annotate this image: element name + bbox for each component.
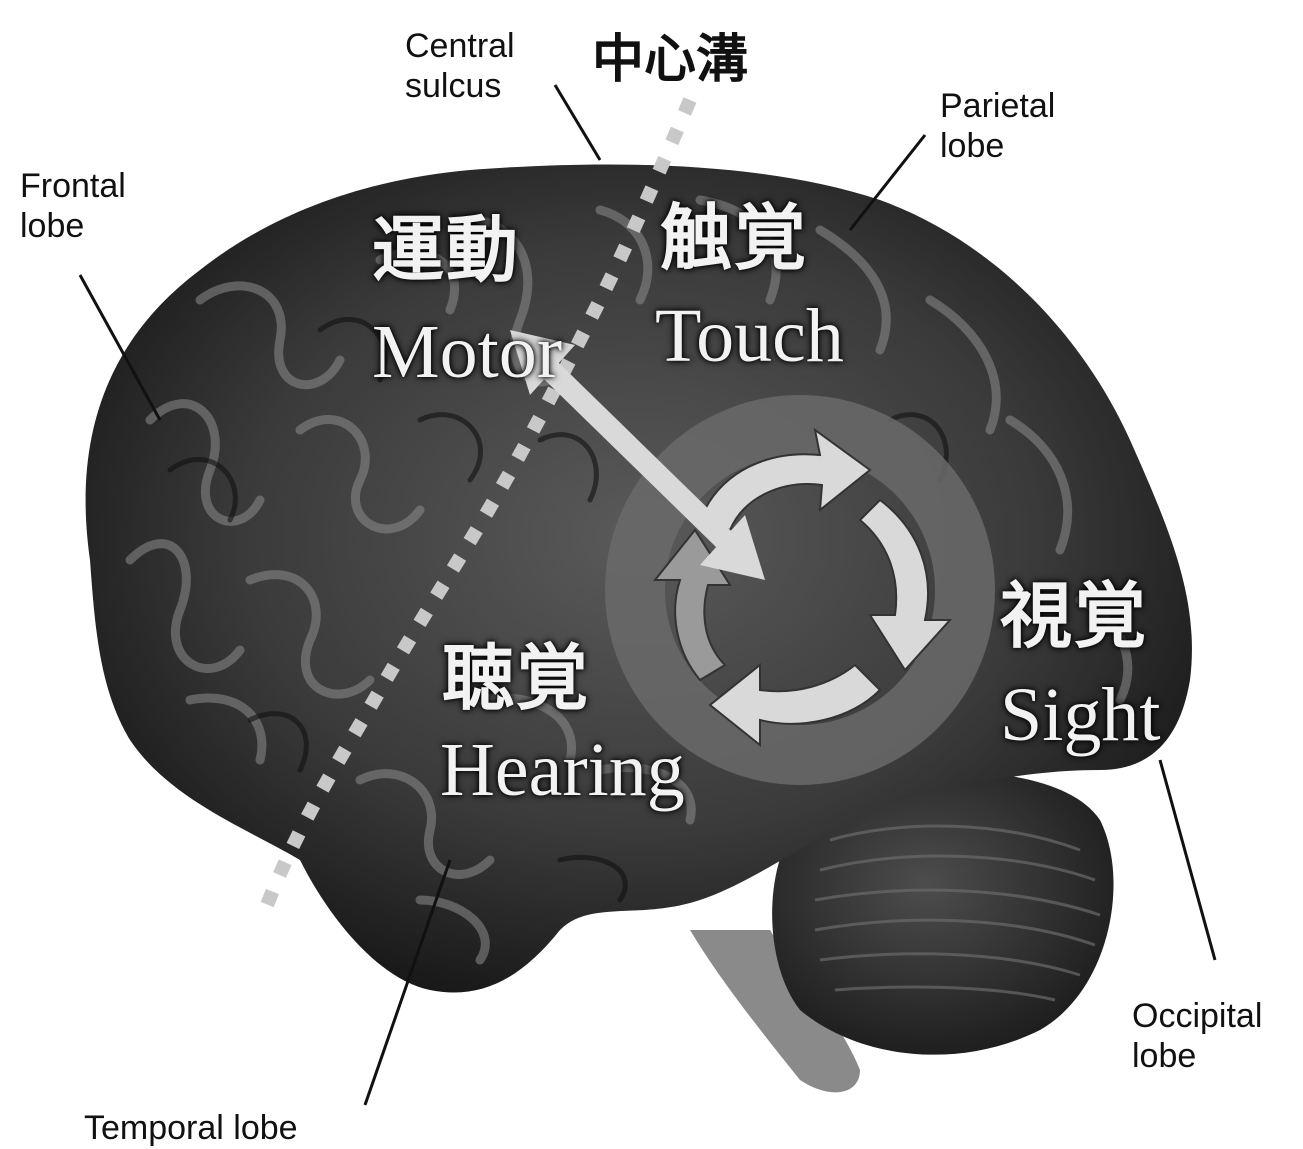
- temporal-lobe-label: Temporal lobe: [84, 1108, 298, 1148]
- leader-occipital: [1160, 760, 1215, 960]
- hearing-en-label: Hearing: [440, 730, 685, 810]
- parietal-lobe-label: Parietal lobe: [940, 86, 1055, 166]
- sight-en-label: Sight: [1000, 675, 1161, 755]
- occipital-lobe-label: Occipital lobe: [1132, 996, 1262, 1076]
- touch-en-label: Touch: [655, 296, 844, 376]
- central-sulcus-label: Central sulcus: [405, 26, 515, 106]
- motor-en-label: Motor: [372, 312, 562, 392]
- sight-jp-label: 視覚: [1000, 578, 1148, 654]
- central-sulcus-jp-label: 中心溝: [592, 32, 748, 88]
- frontal-lobe-label: Frontal lobe: [20, 166, 126, 246]
- motor-jp-label: 運動: [372, 212, 520, 288]
- hearing-jp-label: 聴覚: [442, 640, 590, 716]
- touch-jp-label: 触覚: [660, 200, 808, 276]
- leader-central: [555, 85, 600, 160]
